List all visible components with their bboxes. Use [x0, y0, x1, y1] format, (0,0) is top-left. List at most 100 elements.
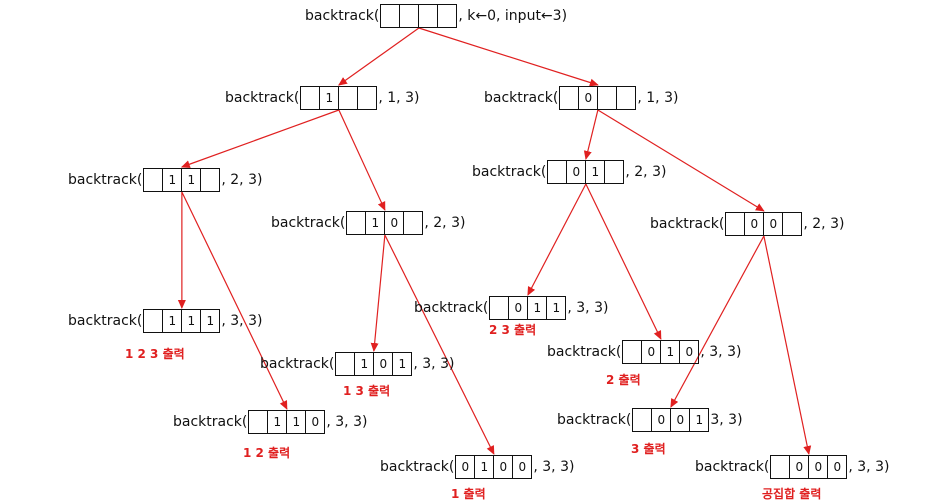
output-label-o12: 1 2 출력	[243, 446, 291, 460]
output-label-o123: 1 2 3 출력	[125, 347, 185, 361]
array-cell	[381, 5, 399, 27]
array-cell: 0	[744, 213, 763, 235]
output-label-oempty: 공집합 출력	[762, 487, 822, 501]
array-cell: 0	[670, 409, 689, 431]
array-cell: 1	[527, 297, 546, 319]
node-n1: backtrack(1, 1, 3)	[225, 86, 419, 110]
function-name: backtrack(	[68, 313, 143, 329]
array-cell: 0	[493, 456, 512, 478]
function-name: backtrack(	[68, 172, 143, 188]
call-args: , 3, 3)	[848, 459, 890, 475]
array-cell	[490, 297, 508, 319]
array-cell: 1	[267, 411, 286, 433]
function-name: backtrack(	[472, 164, 547, 180]
array-box	[380, 4, 458, 28]
array-cell: 1	[546, 297, 565, 319]
array-cell	[623, 341, 641, 363]
array-cell	[548, 161, 566, 183]
call-args: , k←0, input←3)	[458, 8, 568, 24]
array-cell: 0	[679, 341, 698, 363]
edge-n11-n110	[181, 191, 288, 410]
edge-n0-n01	[583, 109, 599, 160]
call-args: 3, 3)	[710, 412, 743, 428]
array-cell	[604, 161, 623, 183]
array-cell: 1	[585, 161, 604, 183]
call-args: , 2, 3)	[803, 216, 845, 232]
array-cell: 1	[354, 353, 373, 375]
call-args: , 2, 3)	[221, 172, 263, 188]
array-cell: 0	[808, 456, 827, 478]
array-cell	[144, 310, 162, 332]
call-args: , 3, 3)	[700, 344, 742, 360]
array-box: 0	[559, 86, 637, 110]
array-cell	[437, 5, 456, 27]
function-name: backtrack(	[225, 90, 300, 106]
array-cell	[399, 5, 418, 27]
array-cell	[782, 213, 801, 235]
output-label-o23: 2 3 출력	[489, 323, 537, 337]
function-name: backtrack(	[650, 216, 725, 232]
array-cell	[336, 353, 354, 375]
function-name: backtrack(	[380, 459, 455, 475]
edge-n0-n00	[597, 109, 765, 212]
function-name: backtrack(	[173, 414, 248, 430]
call-args: , 3, 3)	[567, 300, 609, 316]
call-args: , 2, 3)	[625, 164, 667, 180]
array-cell	[357, 87, 376, 109]
array-cell	[301, 87, 319, 109]
array-cell	[347, 212, 365, 234]
output-label-o1: 1 출력	[451, 487, 486, 501]
array-cell	[616, 87, 635, 109]
function-name: backtrack(	[484, 90, 559, 106]
array-cell: 0	[789, 456, 808, 478]
call-args: , 3, 3)	[221, 313, 263, 329]
array-cell: 1	[181, 169, 200, 191]
function-name: backtrack(	[695, 459, 770, 475]
array-cell: 0	[578, 87, 597, 109]
call-args: , 1, 3)	[378, 90, 420, 106]
array-cell	[144, 169, 162, 191]
edge-root-n0	[418, 27, 599, 87]
output-label-o2: 2 출력	[606, 373, 641, 387]
function-name: backtrack(	[260, 356, 335, 372]
array-cell: 0	[373, 353, 392, 375]
call-args: , 3, 3)	[413, 356, 455, 372]
node-n0: backtrack(0, 1, 3)	[484, 86, 678, 110]
array-cell: 0	[512, 456, 531, 478]
array-cell	[560, 87, 578, 109]
array-cell: 1	[286, 411, 305, 433]
array-cell: 1	[689, 409, 708, 431]
array-cell: 1	[162, 310, 181, 332]
array-cell	[249, 411, 267, 433]
array-cell	[200, 169, 219, 191]
array-cell	[726, 213, 744, 235]
node-root: backtrack(, k←0, input←3)	[305, 4, 567, 28]
edge-n1-n11	[180, 109, 340, 169]
edge-n00-n001	[670, 235, 765, 408]
array-cell: 1	[365, 212, 384, 234]
array-cell	[418, 5, 437, 27]
array-cell	[597, 87, 616, 109]
array-cell: 0	[461, 460, 470, 474]
edge-n1-n10	[338, 109, 386, 211]
